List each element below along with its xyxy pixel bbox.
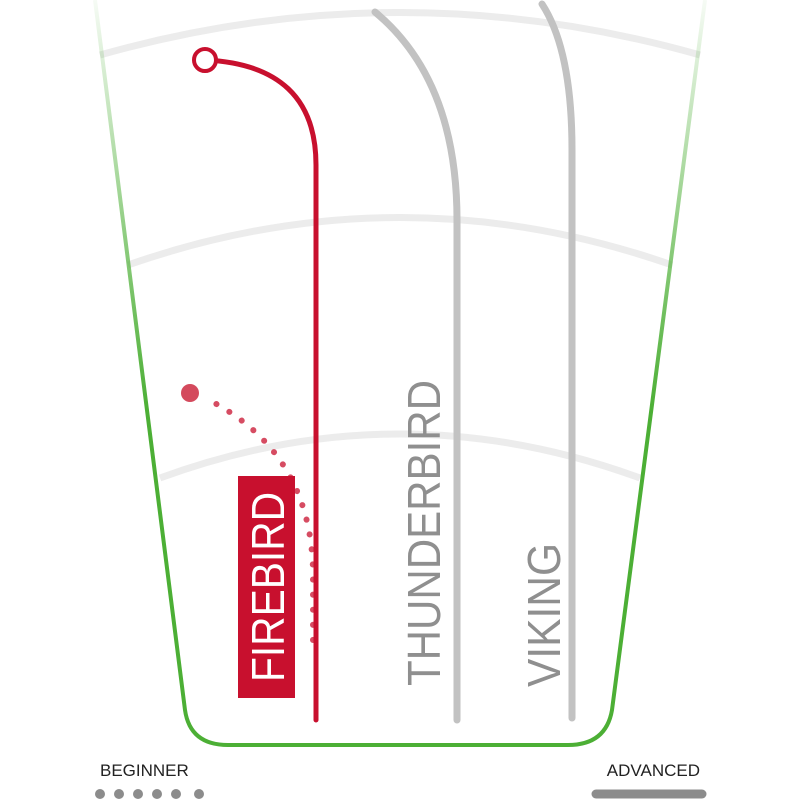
firebird-beginner-flight: [202, 395, 316, 643]
scale-beginner-dots: [95, 789, 204, 799]
viking-flight-path: [538, 0, 576, 722]
firebird-release-marker: [192, 47, 218, 73]
scale-dot: [171, 789, 181, 799]
firebird-flight-path: [202, 57, 319, 723]
viking-label-text: VIKING: [518, 543, 570, 687]
scale-start-label: BEGINNER: [100, 761, 189, 780]
distance-arc-far: [99, 9, 701, 59]
firebird-label-text: FIREBIRD: [242, 492, 294, 682]
scale-dot: [133, 789, 143, 799]
thunderbird-label-text: THUNDERBIRD: [398, 380, 450, 686]
thunderbird-flight-path: [371, 8, 461, 724]
distance-arc-mid: [126, 214, 674, 269]
scale-dot: [114, 789, 124, 799]
scale-dot: [194, 789, 204, 799]
scale-dot: [152, 789, 162, 799]
scale-end-label: ADVANCED: [607, 761, 700, 780]
firebird-beginner-marker: [181, 384, 199, 402]
firebird-label-box: [238, 476, 295, 698]
scale-dot: [95, 789, 105, 799]
firebird-label: FIREBIRD: [238, 476, 295, 698]
skill-frame: [93, 0, 707, 747]
